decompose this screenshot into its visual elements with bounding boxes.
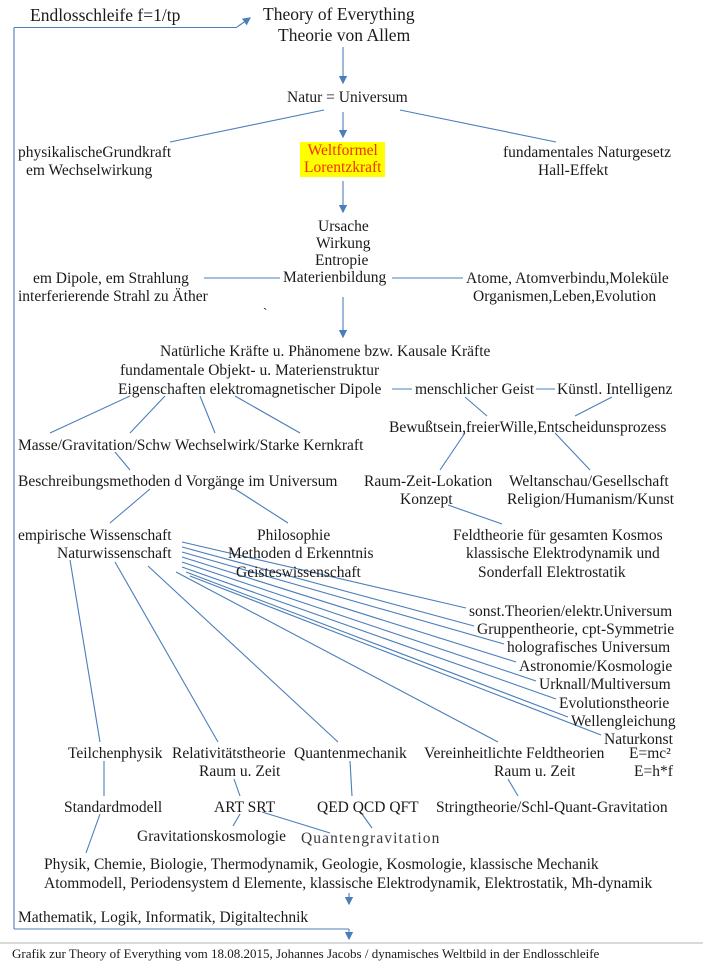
node-materienbildung: Materienbildung xyxy=(283,269,387,286)
node-atommodell-row: Atommodell, Periodensystem d Elemente, k… xyxy=(44,875,653,892)
node-weltanschau: Weltanschau/Gesellschaft xyxy=(509,473,669,490)
node-natuerliche-kraefte: Natürliche Kräfte u. Phänomene bzw. Kaus… xyxy=(160,343,491,360)
node-eigenschaften-dipole: Eigenschaften elektromagnetischer Dipole xyxy=(118,381,382,398)
node-loop-label: Endlosschleife f=1/tp xyxy=(30,5,181,25)
page-title-line2: Theorie von Allem xyxy=(278,25,411,45)
node-konzept: Konzept xyxy=(400,491,453,508)
node-em-dipole: em Dipole, em Strahlung xyxy=(33,270,189,287)
node-fundamentale-objektstruktur: fundamentale Objekt- u. Materienstruktur xyxy=(120,362,380,379)
footer-caption: Grafik zur Theory of Everything vom 18.0… xyxy=(12,946,600,961)
node-wellengleichung: Wellengleichung xyxy=(571,713,676,730)
node-hall-effekt: Hall-Effekt xyxy=(538,162,609,179)
node-gruppentheorie: Gruppentheorie, cpt-Symmetrie xyxy=(477,621,675,638)
node-emc2: E=mc² xyxy=(629,745,671,762)
node-fundamentales-naturgesetz: fundamentales Naturgesetz xyxy=(503,144,671,161)
node-ursache: Ursache xyxy=(318,218,369,235)
node-interferierende-strahl: interferierende Strahl zu Äther xyxy=(18,288,208,305)
node-kuenstl-intelligenz: Künstl. Intelligenz xyxy=(557,381,673,398)
endless-loop-frame xyxy=(13,17,354,941)
node-empirische-wissenschaft: empirische Wissenschaft xyxy=(18,527,172,544)
node-klassische-elektrodynamik: klassische Elektrodynamik und xyxy=(466,545,660,562)
node-weltformel: Weltformel Lorentzkraft xyxy=(300,142,386,177)
node-atome-molekuele: Atome, Atomverbindu,Moleküle xyxy=(466,270,669,287)
node-raum-zeit-2: Raum u. Zeit xyxy=(494,763,576,780)
node-raum-zeit-lokation: Raum-Zeit-Lokation xyxy=(364,473,493,490)
node-physikalische-grundkraft: physikalischeGrundkraft xyxy=(18,144,172,161)
node-qed-qcd-qft: QED QCD QFT xyxy=(317,799,419,816)
node-geisteswissenschaft: Geisteswissenschaft xyxy=(236,564,361,581)
weltformel-line2: Lorentzkraft xyxy=(304,159,382,177)
connectors xyxy=(49,47,613,906)
node-teilchenphysik: Teilchenphysik xyxy=(68,745,163,762)
node-holografisches-universum: holografisches Universum xyxy=(507,639,671,656)
node-art-srt: ART SRT xyxy=(214,799,276,816)
node-sonst-theorien: sonst.Theorien/elektr.Universum xyxy=(469,603,673,620)
node-bewusstsein: Bewußtsein,freierWille,Entscheidunsproze… xyxy=(389,419,667,436)
node-relativitaetstheorie: Relativitätstheorie xyxy=(172,745,286,762)
node-wirkung: Wirkung xyxy=(316,235,371,252)
node-natur-universum: Natur = Universum xyxy=(287,89,408,106)
node-methoden-erkenntnis: Methoden d Erkenntnis xyxy=(228,545,374,562)
node-stringtheorie: Stringtheorie/Schl-Quant-Gravitation xyxy=(436,799,668,816)
node-astronomie-kosmologie: Astronomie/Kosmologie xyxy=(519,658,673,675)
node-beschreibungsmethoden: Beschreibungsmethoden d Vorgänge im Univ… xyxy=(18,473,338,490)
node-entropie: Entropie xyxy=(315,252,369,269)
node-vereinheitlichte-feldtheorien: Vereinheitlichte Feldtheorien xyxy=(424,745,605,762)
stray-mark: ` xyxy=(263,305,268,320)
node-mathematik-row: Mathematik, Logik, Informatik, Digitalte… xyxy=(18,909,309,926)
node-organismen-leben: Organismen,Leben,Evolution xyxy=(473,288,657,305)
node-naturkonst: Naturkonst xyxy=(604,731,673,748)
node-masse-gravitation: Masse/Gravitation/Schw Wechselwirk/Stark… xyxy=(18,437,364,454)
node-feldtheorie-kosmos: Feldtheorie für gesamten Kosmos xyxy=(453,527,663,544)
node-urknall-multiversum: Urknall/Multiversum xyxy=(539,676,671,693)
node-em-wechselwirkung: em Wechselwirkung xyxy=(26,162,153,179)
page-title-line1: Theory of Everything xyxy=(263,4,415,24)
weltformel-line1: Weltformel xyxy=(307,142,378,159)
node-physik-row: Physik, Chemie, Biologie, Thermodynamik,… xyxy=(44,856,599,873)
node-sonderfall-elektrostatik: Sonderfall Elektrostatik xyxy=(478,564,626,581)
node-evolutionstheorie: Evolutionstheorie xyxy=(559,695,670,712)
node-ehf: E=h*f xyxy=(634,763,673,780)
node-philosophie: Philosophie xyxy=(257,527,331,544)
node-religion-humanism: Religion/Humanism/Kunst xyxy=(507,491,675,508)
node-menschlicher-geist: menschlicher Geist xyxy=(415,381,535,398)
node-naturwissenschaft: Naturwissenschaft xyxy=(57,545,172,562)
node-gravitationskosmologie: Gravitationskosmologie xyxy=(137,828,286,845)
node-standardmodell: Standardmodell xyxy=(64,799,163,816)
node-quantenmechanik: Quantenmechanik xyxy=(294,745,407,762)
node-raum-zeit-1: Raum u. Zeit xyxy=(199,763,281,780)
node-quantengravitation: Quantengravitation xyxy=(301,830,441,847)
